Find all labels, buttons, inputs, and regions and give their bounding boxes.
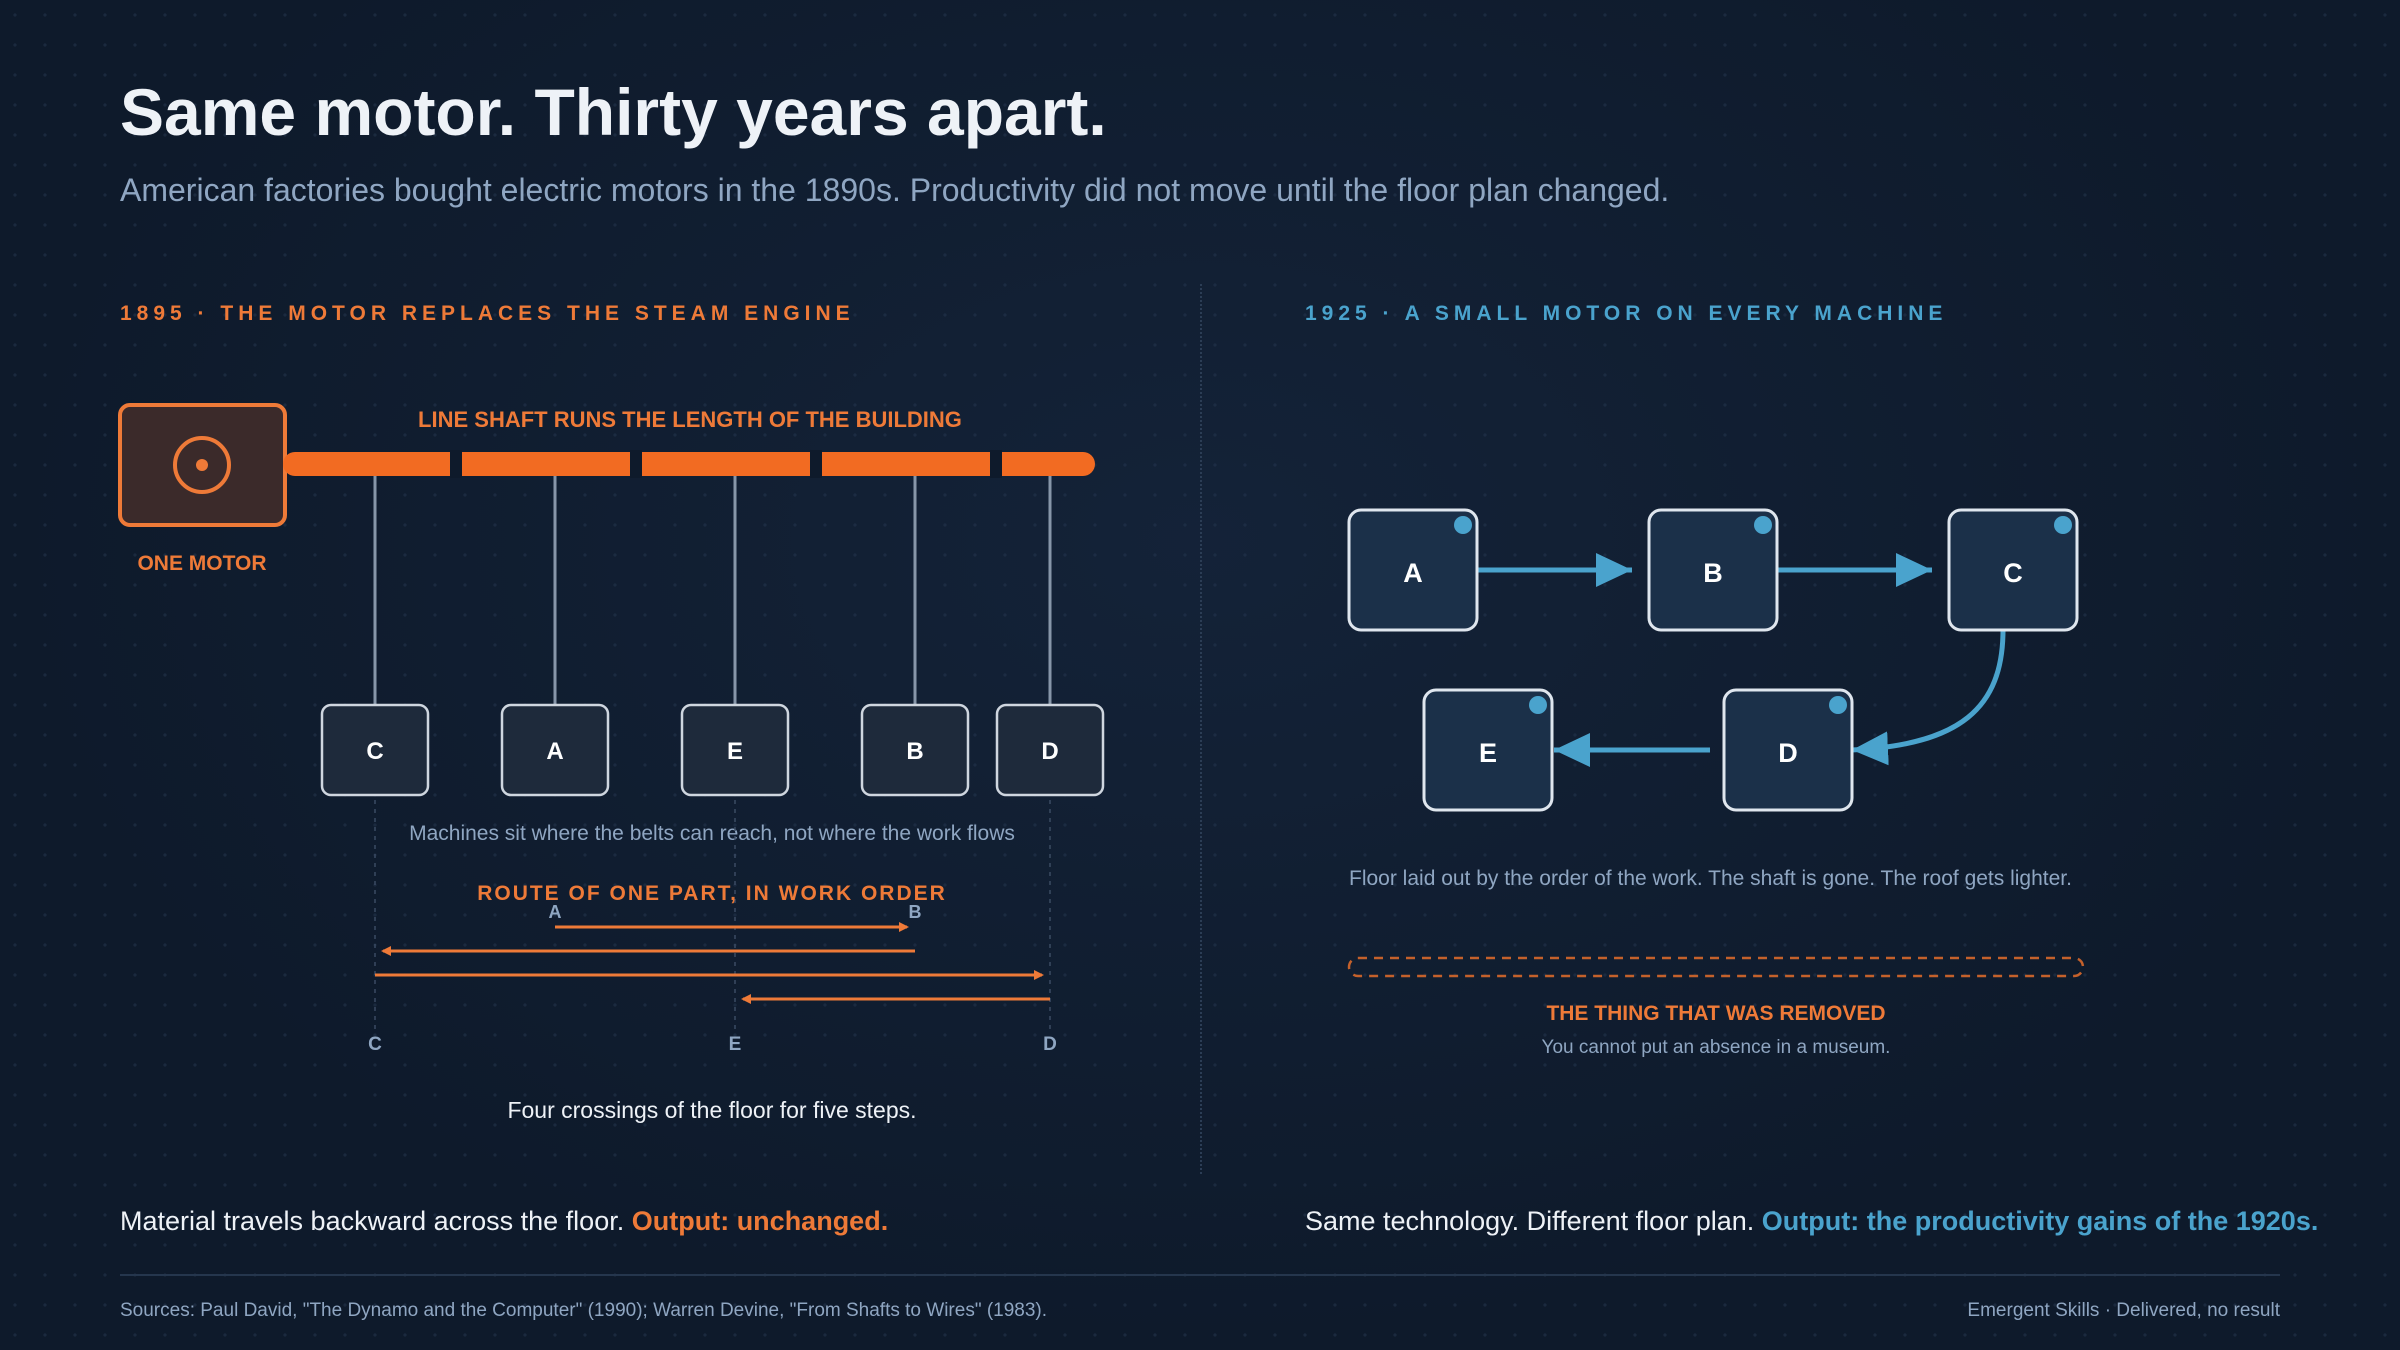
removed-caption: You cannot put an absence in a museum.: [1542, 1037, 1891, 1058]
unit-machine-d: D: [1722, 688, 1854, 812]
drive-belts: [373, 470, 1052, 705]
svg-text:E: E: [1479, 738, 1497, 768]
unit-machine-b: B: [1647, 508, 1779, 632]
column-divider: [1200, 284, 1202, 1174]
unit-drive-diagram: A B C D E Floor laid out by the order of…: [1347, 508, 2085, 1058]
left-eyebrow: 1895 · THE MOTOR REPLACES THE STEAM ENGI…: [120, 302, 855, 325]
unit-machine-e: E: [1422, 688, 1554, 812]
machine-d: D: [995, 703, 1105, 797]
right-conclusion-emphasis: Output: the productivity gains of the 19…: [1761, 1206, 2319, 1236]
left-conclusion: Material travels backward across the flo…: [120, 1206, 888, 1237]
svg-text:E: E: [727, 738, 743, 765]
route-label-b: B: [909, 902, 922, 922]
svg-text:D: D: [1041, 738, 1058, 765]
motor-box: [118, 403, 287, 527]
route-guides: [374, 800, 1051, 1030]
route-caption: Four crossings of the floor for five ste…: [507, 1097, 916, 1123]
motor-label: ONE MOTOR: [137, 552, 266, 575]
svg-text:B: B: [1703, 558, 1723, 588]
footer-divider: [120, 1274, 2280, 1276]
page-title: Same motor. Thirty years apart.: [120, 75, 1107, 149]
route-label-c: C: [368, 1034, 382, 1055]
svg-text:A: A: [1403, 558, 1423, 588]
machine-e: E: [680, 703, 790, 797]
removed-title: THE THING THAT WAS REMOVED: [1546, 1002, 1885, 1025]
right-conclusion-text: Same technology. Different floor plan.: [1305, 1206, 1755, 1236]
svg-text:B: B: [906, 738, 923, 765]
route-label-d: D: [1043, 1034, 1057, 1055]
svg-text:C: C: [2003, 558, 2023, 588]
machine-a: A: [500, 703, 610, 797]
unit-caption: Floor laid out by the order of the work.…: [1349, 867, 2072, 890]
footer-sources: Sources: Paul David, "The Dynamo and the…: [120, 1300, 1048, 1321]
line-shaft-diagram: ONE MOTOR LINE SHAFT RUNS THE LENGTH OF …: [118, 403, 1105, 1123]
route-title: ROUTE OF ONE PART, IN WORK ORDER: [477, 882, 947, 905]
right-conclusion: Same technology. Different floor plan. O…: [1305, 1206, 2318, 1237]
left-conclusion-text: Material travels backward across the flo…: [120, 1206, 625, 1236]
removed-shaft-outline: [1347, 956, 2085, 978]
page-subtitle: American factories bought electric motor…: [120, 172, 1670, 208]
route-label-a: A: [549, 902, 562, 922]
line-shaft: [283, 450, 1095, 478]
footer-credit: Emergent Skills · Delivered, no result: [1967, 1300, 2280, 1321]
machine-b: B: [860, 703, 970, 797]
svg-text:A: A: [546, 738, 563, 765]
svg-text:C: C: [366, 738, 383, 765]
svg-text:D: D: [1778, 738, 1798, 768]
shaft-label: LINE SHAFT RUNS THE LENGTH OF THE BUILDI…: [418, 407, 962, 432]
flow-arrow-c-to-d: [1851, 629, 2006, 766]
machines-caption: Machines sit where the belts can reach, …: [409, 822, 1015, 845]
route-label-e: E: [729, 1034, 742, 1055]
unit-machine-c: C: [1947, 508, 2079, 632]
machine-c: C: [320, 703, 430, 797]
left-conclusion-emphasis: Output: unchanged.: [631, 1206, 889, 1236]
right-eyebrow: 1925 · A SMALL MOTOR ON EVERY MACHINE: [1305, 302, 1948, 325]
unit-machine-a: A: [1347, 508, 1479, 632]
